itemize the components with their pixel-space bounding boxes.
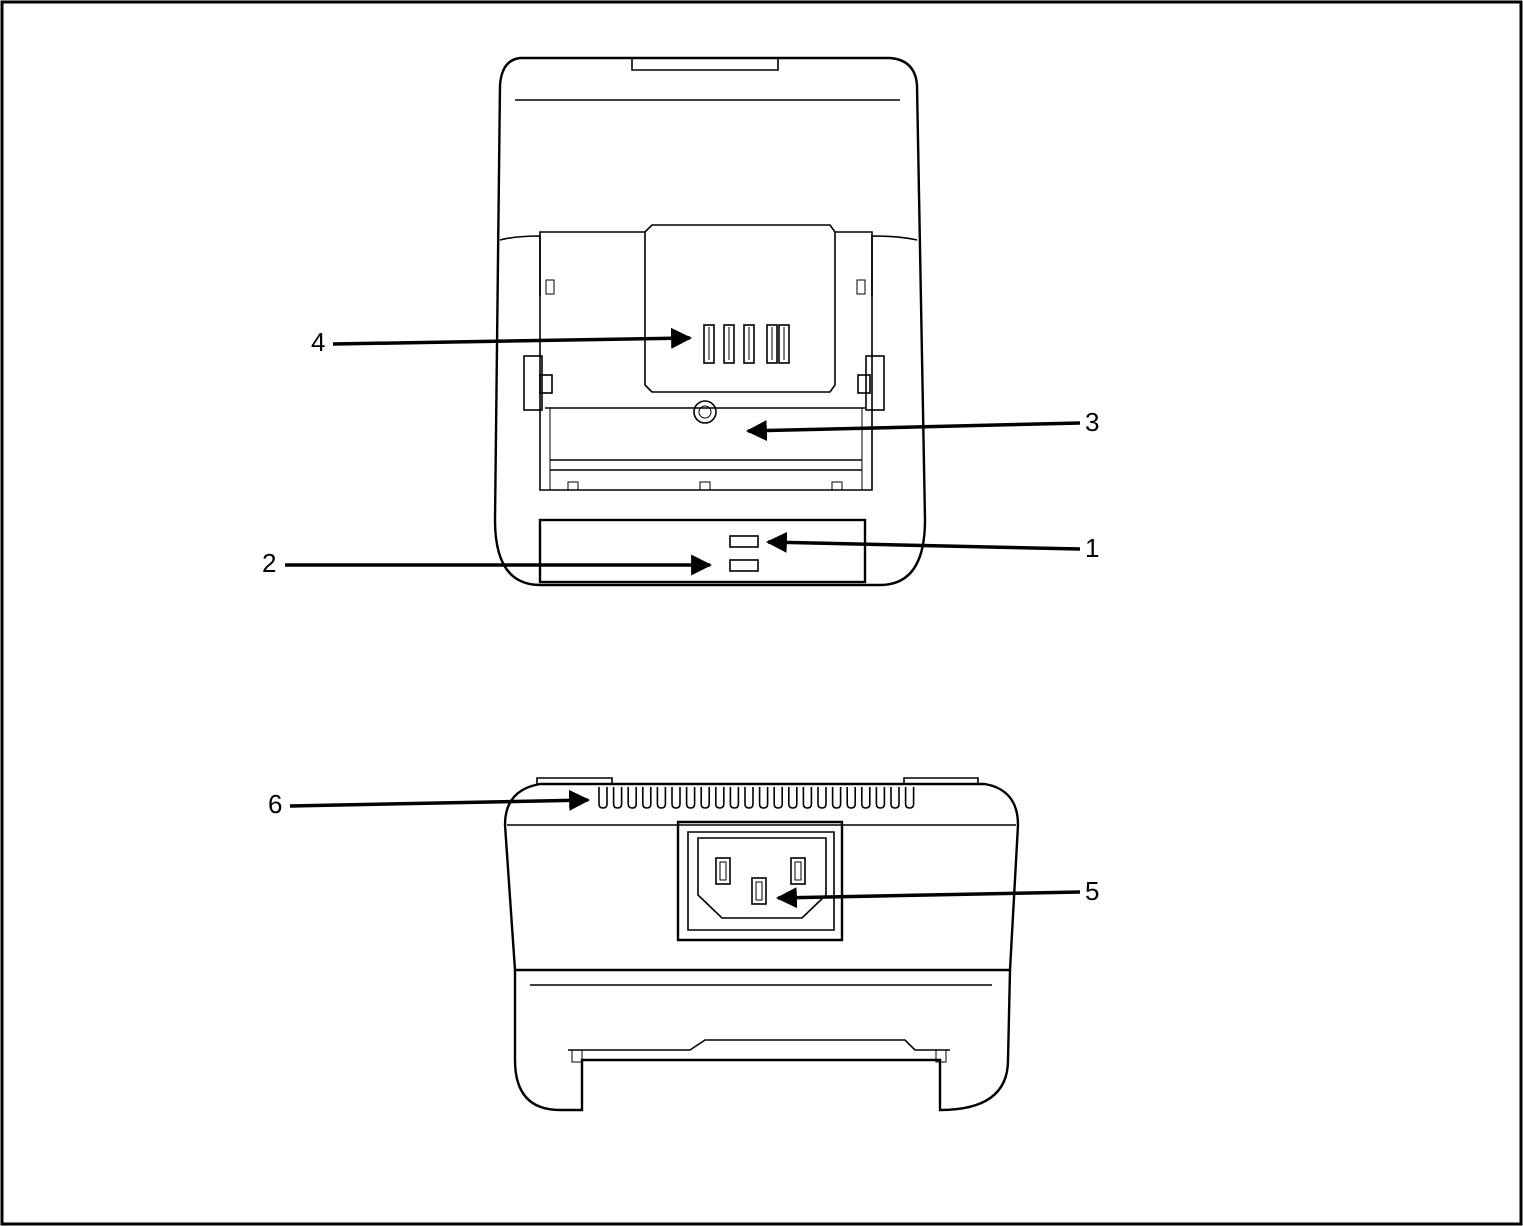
callout-label-3: 3 [1085, 407, 1099, 437]
charging-contacts [703, 324, 790, 364]
vent-slot [817, 787, 827, 809]
power-inlet [676, 820, 844, 942]
vent-slot [890, 787, 900, 809]
vent-slot [875, 787, 886, 809]
vent-slot [802, 787, 813, 809]
callout-5: 5 [775, 876, 1099, 909]
charger-front-view [493, 56, 927, 587]
callout-1: 1 [765, 531, 1099, 563]
vent-slot [831, 787, 842, 809]
indicator-panel [538, 518, 867, 584]
vent-slot [671, 787, 681, 809]
callout-2: 2 [262, 548, 713, 578]
vent-slot [627, 787, 637, 809]
vent-slot [715, 787, 725, 809]
callout-3: 3 [745, 407, 1099, 442]
vent-slot [700, 787, 710, 809]
vent-slot [685, 787, 696, 809]
callout-4: 4 [311, 327, 693, 357]
charger-rear-view [503, 777, 1020, 1112]
vent-slot [861, 787, 871, 809]
vent-slot [744, 787, 754, 809]
vent-slot [656, 787, 667, 809]
vent-slot [904, 787, 915, 809]
vent-slot [612, 787, 623, 809]
led-indicator-1 [729, 535, 759, 548]
led-indicator-2 [729, 559, 759, 572]
callout-label-4: 4 [311, 327, 325, 357]
vent-slot [773, 787, 783, 809]
callout-6: 6 [268, 789, 591, 819]
vent-slot [758, 787, 769, 809]
ventilation-slots [598, 787, 915, 809]
vent-slot [846, 787, 856, 809]
vent-slot [598, 787, 608, 809]
vent-slot [642, 787, 652, 809]
callout-label-1: 1 [1085, 533, 1099, 563]
callout-label-6: 6 [268, 789, 282, 819]
callout-label-5: 5 [1085, 876, 1099, 906]
callout-label-2: 2 [262, 548, 276, 578]
vent-slot [788, 787, 798, 809]
vent-slot [729, 787, 740, 809]
